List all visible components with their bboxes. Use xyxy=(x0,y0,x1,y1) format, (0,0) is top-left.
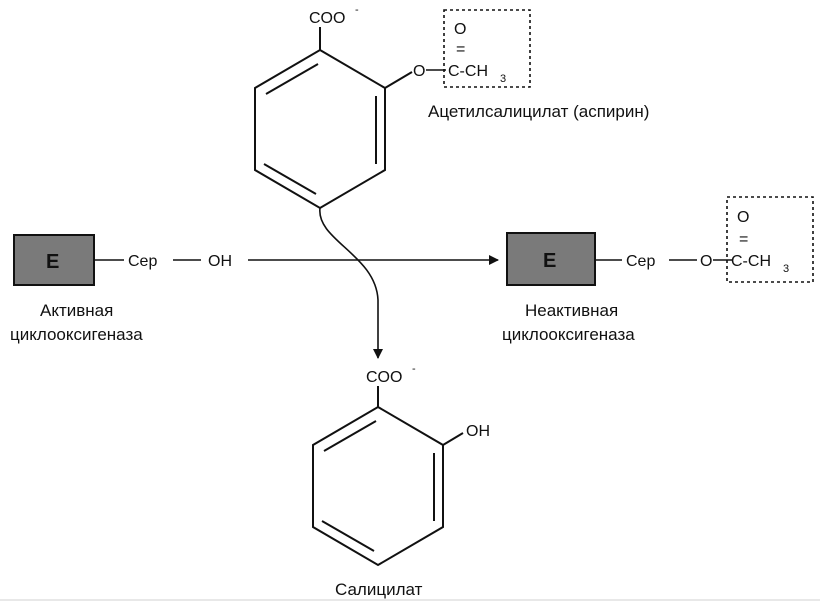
inactive-enzyme-name-line1: Неактивная xyxy=(525,301,618,320)
salicylate-name: Салицилат xyxy=(335,580,423,599)
aspirin-carbonyl-oxygen: O xyxy=(454,21,466,38)
aspirin-acetyl-box xyxy=(443,9,531,88)
active-serine-label: Сер xyxy=(128,253,157,270)
salicylate-carboxylate-label: COO xyxy=(366,369,402,386)
salicylate-hydroxyl-bond xyxy=(442,432,464,446)
inactive-methyl-subscript: 3 xyxy=(783,263,789,275)
aspirin-charge: - xyxy=(355,4,359,16)
aspirin-inner-double-bond xyxy=(263,163,317,195)
salicylate-inner-double-bond xyxy=(321,520,375,552)
active-enzyme-box xyxy=(13,234,95,286)
active-enzyme-name-line2: циклооксигеназа xyxy=(10,325,143,344)
aspirin-carbon-methyl: C-CH xyxy=(448,63,488,80)
salicylate-hydroxyl-label: OH xyxy=(466,423,490,440)
inactive-serine-label: Сер xyxy=(626,253,655,270)
salicylate-benzene-ring xyxy=(312,405,444,567)
inactive-enzyme-box xyxy=(506,232,596,286)
salicylate-inner-double-bond xyxy=(323,420,377,452)
aspirin-methyl-subscript: 3 xyxy=(500,73,506,85)
aspirin-name: Ацетилсалицилат (аспирин) xyxy=(428,102,649,121)
inactive-enzyme-label: E xyxy=(543,250,556,272)
inactive-enzyme: E Сер O O = C-CH 3 Неактивная циклооксиг… xyxy=(502,196,814,344)
aspirin-molecule: COO - O O = C-CH 3 Ацетилсалицилат (аспи… xyxy=(254,4,649,210)
active-enzyme: E Сер OH Активная циклооксигеназа xyxy=(10,234,232,344)
salicylate-charge: - xyxy=(412,363,416,375)
active-enzyme-label: E xyxy=(46,251,59,273)
aspirin-benzene-ring xyxy=(254,48,386,210)
inactive-double-bond: = xyxy=(739,231,748,248)
aspirin-inner-double-bond xyxy=(265,63,319,95)
aspirin-ester-bond xyxy=(384,71,413,89)
inactive-acetyl-box xyxy=(726,196,814,283)
reaction-arrow-curved xyxy=(319,207,383,359)
aspirin-carboxylate-label: COO xyxy=(309,10,345,27)
aspirin-ester-oxygen: O xyxy=(413,63,425,80)
active-enzyme-name-line1: Активная xyxy=(40,301,113,320)
inactive-ester-oxygen: O xyxy=(700,253,712,270)
aspirin-double-bond: = xyxy=(456,41,465,58)
inactive-enzyme-name-line2: циклооксигеназа xyxy=(502,325,635,344)
inactive-carbon-methyl: C-CH xyxy=(731,253,771,270)
inactive-carbonyl-oxygen: O xyxy=(737,209,749,226)
salicylate-molecule: COO - OH Салицилат xyxy=(312,363,490,599)
active-hydroxyl-label: OH xyxy=(208,253,232,270)
